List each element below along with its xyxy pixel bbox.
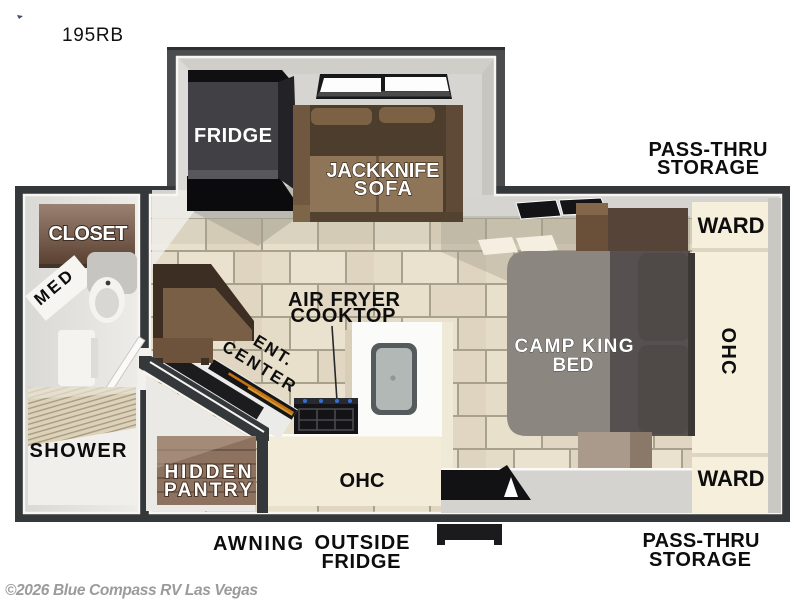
svg-text:PASS-THRU: PASS-THRU: [649, 139, 768, 161]
svg-text:HIDDEN: HIDDEN: [165, 462, 252, 483]
svg-text:SOFA: SOFA: [354, 178, 412, 200]
svg-text:JACKKNIFE: JACKKNIFE: [327, 160, 440, 182]
svg-text:SHOWER: SHOWER: [30, 440, 128, 462]
svg-text:©2026 Blue Compass RV Las Vega: ©2026 Blue Compass RV Las Vegas: [5, 582, 258, 599]
svg-text:CAMP KING: CAMP KING: [515, 336, 634, 357]
svg-text:195RB: 195RB: [62, 25, 123, 46]
svg-text:WARD: WARD: [698, 466, 765, 491]
svg-text:OHC: OHC: [717, 328, 739, 375]
svg-text:WARD: WARD: [698, 213, 765, 238]
svg-text:BED: BED: [553, 355, 594, 376]
svg-text:STORAGE: STORAGE: [657, 157, 759, 179]
svg-text:STORAGE: STORAGE: [649, 549, 751, 571]
svg-text:PASS-THRU: PASS-THRU: [643, 530, 760, 552]
svg-text:AWNING: AWNING: [213, 533, 303, 555]
svg-text:OUTSIDE: OUTSIDE: [315, 532, 410, 554]
svg-text:FRIDGE: FRIDGE: [194, 125, 272, 147]
svg-text:COOKTOP: COOKTOP: [291, 305, 396, 327]
svg-text:AIR FRYER: AIR FRYER: [288, 289, 401, 311]
svg-text:FRIDGE: FRIDGE: [322, 551, 401, 573]
svg-text:OHC: OHC: [340, 470, 385, 492]
svg-text:CLOSET: CLOSET: [49, 223, 128, 245]
